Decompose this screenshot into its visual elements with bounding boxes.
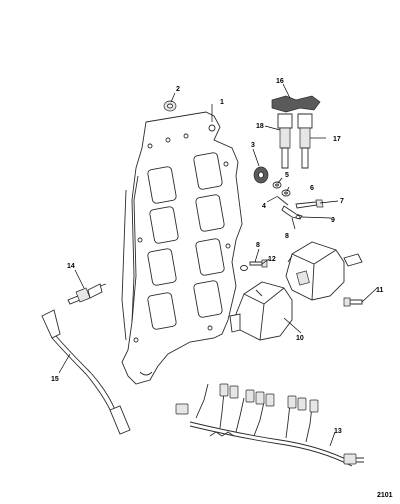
callout-17: 17 <box>333 136 341 143</box>
callout-1: 1 <box>220 99 224 106</box>
reference-code: 2101 <box>377 492 393 499</box>
callout-9: 9 <box>331 217 335 224</box>
callout-8-lower: 8 <box>285 233 289 240</box>
ignition-coil-part-10-lower <box>229 281 293 341</box>
callout-16: 16 <box>276 78 284 85</box>
mounting-plate-part-1 <box>121 111 243 385</box>
callout-15: 15 <box>51 376 59 383</box>
plug-wire-part-15 <box>41 309 131 435</box>
callout-2: 2 <box>176 86 180 93</box>
spark-plug-part-14 <box>67 283 107 305</box>
callouts: 1 2 3 4 5 6 7 8 8 9 10 11 12 13 14 15 16… <box>51 78 393 499</box>
washer-part-8 <box>240 265 248 271</box>
callout-11: 11 <box>376 287 384 294</box>
callout-18: 18 <box>256 123 264 130</box>
callout-6: 6 <box>310 185 314 192</box>
washer-part-5 <box>272 181 282 189</box>
callout-3: 3 <box>251 142 255 149</box>
grommet-part-2 <box>163 100 177 112</box>
connector-part-18 <box>277 113 293 169</box>
callout-4: 4 <box>262 203 266 210</box>
callout-14: 14 <box>67 263 75 270</box>
screw-part-4-area <box>277 196 289 206</box>
washer-part-6 <box>281 189 291 197</box>
callout-5: 5 <box>285 172 289 179</box>
clip-part-9 <box>281 205 303 220</box>
connector-part-17 <box>297 113 313 169</box>
screw-part-12 <box>249 259 268 268</box>
callout-10: 10 <box>296 335 304 342</box>
bolt-part-7 <box>295 199 324 209</box>
callout-8-upper: 8 <box>256 242 260 249</box>
wiring-harness-part-13 <box>175 383 364 467</box>
callout-13: 13 <box>334 428 342 435</box>
callout-12: 12 <box>268 256 276 263</box>
spacer-part-3 <box>253 166 269 184</box>
ignition-coil-part-10-upper <box>285 241 363 301</box>
callout-7: 7 <box>340 198 344 205</box>
bolt-part-11 <box>343 297 363 307</box>
leader-lines <box>58 83 378 447</box>
connector-clip-part-16 <box>271 95 321 113</box>
